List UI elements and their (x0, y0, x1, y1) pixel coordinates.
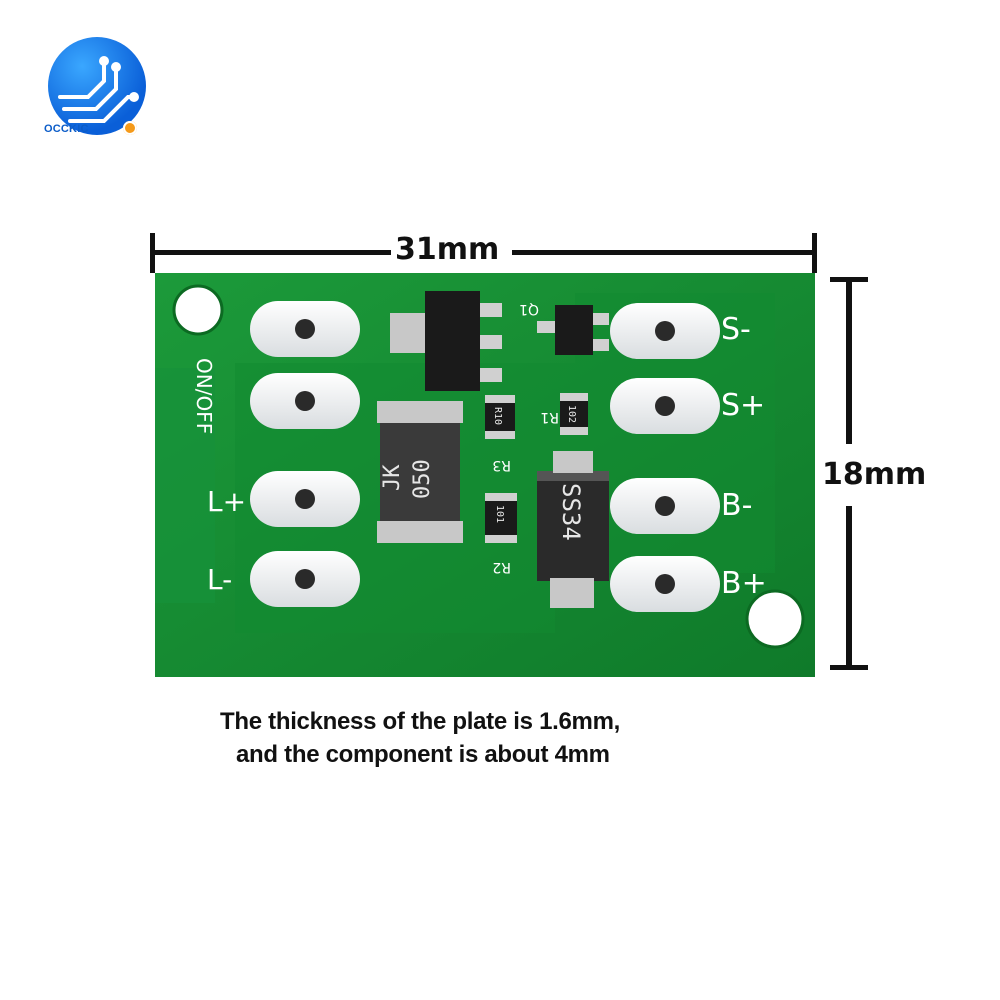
resistor-r3 (485, 395, 515, 439)
dim-width-tick-left (150, 233, 155, 273)
r1-label: R1 (540, 409, 559, 425)
logo-circle (48, 37, 146, 135)
dim-height-line-top (846, 279, 852, 444)
dim-width-line-left (155, 250, 391, 255)
onoff-label: ON/OFF (192, 358, 216, 434)
dim-width-label: 31mm (395, 232, 500, 267)
pcb-board: ON/OFF Q1 R1 R3 R2 S- S+ B- B+ L+ L- JK … (155, 273, 815, 677)
mounting-hole-bottom-right (745, 589, 805, 649)
mounting-hole-top-left (172, 284, 224, 336)
diode-marking: SS34 (557, 483, 585, 541)
pcb-drawing: ON/OFF Q1 R1 R3 R2 S- S+ B- B+ L+ L- JK … (155, 273, 815, 677)
transistor-q1 (537, 305, 609, 355)
pad-label-s-plus: S+ (721, 388, 765, 423)
r2-label: R2 (492, 559, 511, 575)
dim-height-line-bottom (846, 506, 852, 668)
gear-icon (123, 121, 137, 135)
fuse-jk050 (377, 401, 463, 543)
r2-code: 101 (494, 505, 505, 523)
pad-label-b-minus: B- (721, 488, 752, 523)
pad-label-s-minus: S- (721, 312, 751, 347)
caption-line-2: and the component is about 4mm (236, 741, 610, 768)
left-pads (250, 301, 360, 607)
component-markings: JK 050 SS34 R10 102 101 (380, 405, 585, 541)
fuse-marking-1: JK (380, 464, 405, 491)
dim-width-line-right (512, 250, 812, 255)
resistor-r1 (560, 393, 588, 435)
dim-height-label: 18mm (822, 457, 927, 492)
pad-label-l-minus: L- (207, 563, 232, 596)
pad-label-l-plus: L+ (207, 485, 246, 518)
brand-logo: OCCKIC (44, 37, 150, 135)
dim-width-tick-right (812, 233, 817, 273)
q1-label: Q1 (519, 301, 539, 317)
mosfet-large (390, 291, 502, 391)
r3-code: R10 (492, 407, 503, 425)
right-pads (610, 303, 720, 612)
fuse-marking-2: 050 (410, 459, 435, 499)
circuit-icon (58, 56, 139, 123)
silkscreen: ON/OFF Q1 R1 R3 R2 S- S+ B- B+ L+ L- (192, 301, 767, 601)
r1-code: 102 (566, 405, 577, 423)
diode-ss34 (537, 451, 609, 608)
resistor-r2 (485, 493, 517, 543)
pad-label-b-plus: B+ (721, 566, 767, 601)
r3-label: R3 (492, 457, 511, 473)
logo-brand-text: OCCKIC (44, 123, 89, 135)
caption-line-1: The thickness of the plate is 1.6mm, (220, 708, 620, 735)
